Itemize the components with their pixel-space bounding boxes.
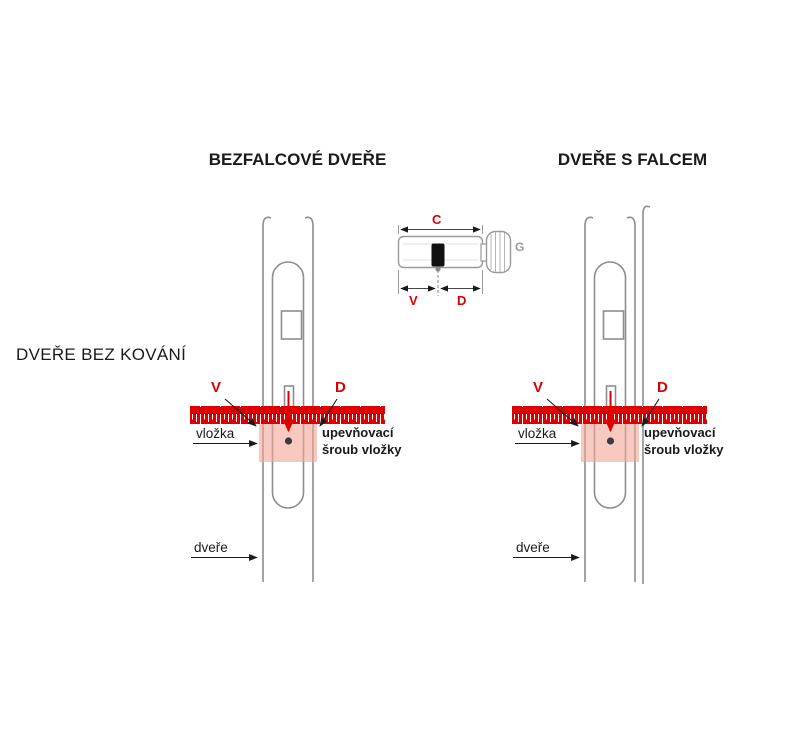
right-door-drawing [512,205,707,584]
doors-without-fittings-label: DVEŘE BEZ KOVÁNÍ [16,345,187,364]
right-dim-d-label: D [657,379,668,396]
keyway [431,243,445,267]
left-door-title: BEZFALCOVÉ DVEŘE [208,150,387,169]
left-door-drawing [190,217,385,582]
extension-lines [398,225,483,294]
cylinder-dim-c-label: C [432,212,442,227]
cylinder-dim-d-label: D [457,293,467,308]
left-dim-v-label: V [211,379,222,396]
rebate-lip-line [642,205,651,584]
right-cylinder-label: vložka [518,426,557,441]
cylinder-screw-hole [435,266,441,272]
cylinder-detail-drawing [397,225,512,296]
right-fixing-screw-label-line2: šroub vložky [644,442,724,457]
knob-ridges [490,232,505,272]
left-fixing-screw-label-line2: šroub vložky [322,442,402,457]
cylinder-dim-v-label: V [409,293,418,308]
thumbturn-knob [485,230,512,274]
left-fixing-screw-label-line1: upevňovací [322,425,394,440]
right-fixing-screw-label-line1: upevňovací [644,425,716,440]
cylinder-knob-g-label: G [515,240,525,254]
left-door-label: dveře [194,540,228,555]
right-door-label: dveře [516,540,550,555]
right-door-title: DVEŘE S FALCEM [557,150,708,169]
left-cylinder-label: vložka [196,426,235,441]
right-dim-v-label: V [533,379,544,396]
left-dim-d-label: D [335,379,346,396]
